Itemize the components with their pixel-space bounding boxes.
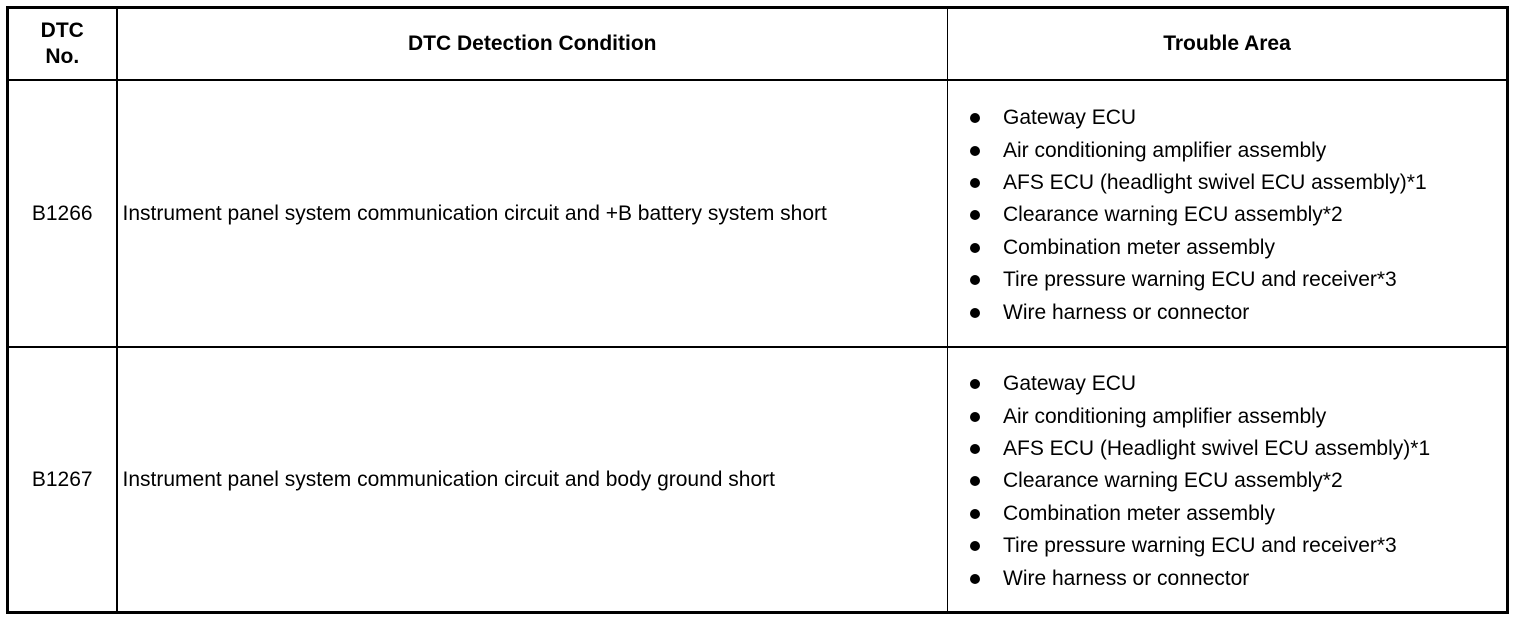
list-item: Combination meter assembly (970, 232, 1506, 265)
bullet-icon (970, 113, 980, 123)
header-dtc-no-line2: No. (45, 45, 80, 68)
bullet-icon (970, 307, 980, 318)
trouble-area-text: Gateway ECU (1003, 372, 1137, 395)
header-condition: DTC Detection Condition (116, 7, 948, 81)
header-trouble-area: Trouble Area (947, 7, 1508, 81)
trouble-area-cell: Gateway ECU Air conditioning amplifier a… (947, 79, 1508, 348)
trouble-area-text: Air conditioning amplifier assembly (1003, 138, 1327, 162)
detection-condition: Instrument panel system communication ci… (116, 79, 948, 348)
dtc-code: B1266 (7, 79, 118, 348)
trouble-area-text: Wire harness or connector (1003, 566, 1250, 590)
trouble-area-list: Gateway ECU Air conditioning amplifier a… (970, 102, 1506, 329)
list-item: Clearance warning ECU assembly*2 (970, 199, 1506, 232)
trouble-area-text: AFS ECU (headlight swivel ECU assembly)*… (1003, 171, 1427, 194)
list-item: Air conditioning amplifier assembly (970, 135, 1506, 168)
bullet-icon (970, 178, 980, 188)
list-item: Tire pressure warning ECU and receiver*3 (970, 264, 1506, 297)
trouble-area-list: Gateway ECU Air conditioning amplifier a… (970, 368, 1506, 595)
bullet-icon (970, 145, 980, 156)
bullet-icon (970, 444, 980, 454)
list-item: Gateway ECU (970, 102, 1506, 135)
bullet-icon (970, 541, 980, 551)
bullet-icon (970, 210, 980, 220)
bullet-icon (970, 411, 980, 422)
list-item: Wire harness or connector (970, 297, 1506, 330)
bullet-icon (970, 379, 980, 389)
trouble-area-text: Clearance warning ECU assembly*2 (1003, 203, 1343, 226)
header-dtc-no-line1: DTC (40, 19, 84, 42)
trouble-area-text: Air conditioning amplifier assembly (1003, 404, 1327, 428)
dtc-code: B1267 (7, 346, 118, 613)
trouble-area-text: Tire pressure warning ECU and receiver*3 (1003, 268, 1397, 291)
trouble-area-text: Wire harness or connector (1003, 300, 1250, 324)
bullet-icon (970, 242, 980, 253)
bullet-icon (970, 508, 980, 519)
trouble-area-text: Gateway ECU (1003, 106, 1137, 129)
bullet-icon (970, 573, 980, 584)
table-row: B1267 Instrument panel system communicat… (7, 346, 1508, 613)
list-item: Air conditioning amplifier assembly (970, 401, 1506, 434)
detection-condition: Instrument panel system communication ci… (116, 346, 948, 613)
list-item: Gateway ECU (970, 368, 1506, 401)
trouble-area-cell: Gateway ECU Air conditioning amplifier a… (947, 346, 1508, 613)
list-item: Clearance warning ECU assembly*2 (970, 465, 1506, 498)
list-item: AFS ECU (Headlight swivel ECU assembly)*… (970, 433, 1506, 465)
trouble-area-text: Combination meter assembly (1003, 501, 1275, 525)
bullet-icon (970, 275, 980, 285)
header-row: DTC No. DTC Detection Condition Trouble … (7, 7, 1508, 81)
trouble-area-text: Clearance warning ECU assembly*2 (1003, 469, 1343, 492)
dtc-table: DTC No. DTC Detection Condition Trouble … (6, 6, 1509, 614)
trouble-area-text: Combination meter assembly (1003, 235, 1275, 259)
table-row: B1266 Instrument panel system communicat… (7, 79, 1508, 348)
header-dtc-no: DTC No. (7, 7, 118, 81)
trouble-area-text: AFS ECU (Headlight swivel ECU assembly)*… (1003, 437, 1431, 460)
list-item: AFS ECU (headlight swivel ECU assembly)*… (970, 167, 1506, 199)
list-item: Wire harness or connector (970, 563, 1506, 596)
list-item: Combination meter assembly (970, 498, 1506, 531)
trouble-area-text: Tire pressure warning ECU and receiver*3 (1003, 534, 1397, 557)
bullet-icon (970, 476, 980, 486)
list-item: Tire pressure warning ECU and receiver*3 (970, 530, 1506, 563)
